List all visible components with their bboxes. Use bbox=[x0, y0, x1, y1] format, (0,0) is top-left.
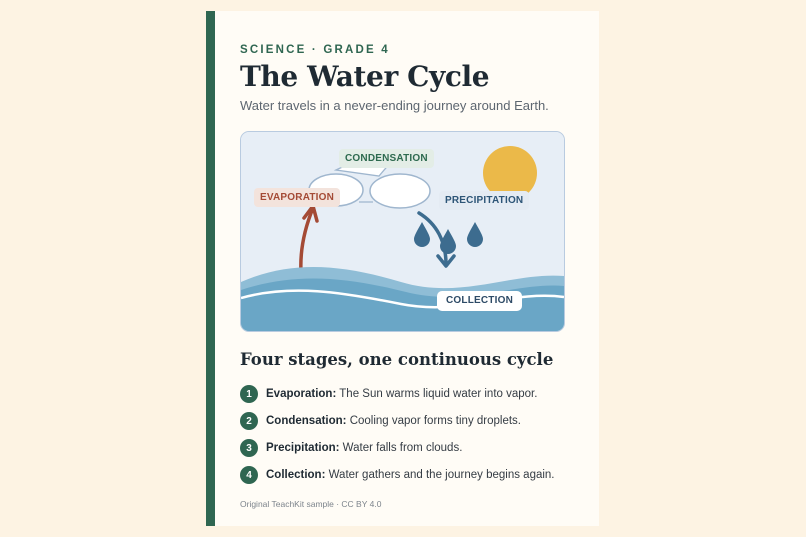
stage-description: Water falls from clouds. bbox=[339, 442, 463, 454]
page-title: The Water Cycle bbox=[240, 60, 490, 93]
stage-item-condensation: 2 Condensation: Cooling vapor forms tiny… bbox=[240, 412, 555, 430]
stage-number-badge: 2 bbox=[240, 412, 258, 430]
label-condensation: CONDENSATION bbox=[339, 149, 434, 168]
stage-item-collection: 4 Collection: Water gathers and the jour… bbox=[240, 466, 555, 484]
stage-description: The Sun warms liquid water into vapor. bbox=[336, 388, 538, 400]
water-cycle-diagram: CONDENSATION EVAPORATION PRECIPITATION C… bbox=[240, 131, 565, 332]
label-precipitation: PRECIPITATION bbox=[439, 191, 530, 210]
stage-description: Water gathers and the journey begins aga… bbox=[325, 469, 555, 481]
precipitation-arrow-icon bbox=[417, 211, 456, 268]
raindrop-icon bbox=[414, 222, 483, 254]
stage-description: Cooling vapor forms tiny droplets. bbox=[346, 415, 521, 427]
license-footer: Original TeachKit sample · CC BY 4.0 bbox=[240, 499, 382, 509]
stage-number-badge: 4 bbox=[240, 466, 258, 484]
stage-item-evaporation: 1 Evaporation: The Sun warms liquid wate… bbox=[240, 385, 555, 403]
stage-list: 1 Evaporation: The Sun warms liquid wate… bbox=[240, 385, 555, 493]
stage-number-badge: 1 bbox=[240, 385, 258, 403]
stage-number-badge: 3 bbox=[240, 439, 258, 457]
label-evaporation: EVAPORATION bbox=[254, 188, 341, 207]
stage-name: Evaporation: bbox=[266, 388, 337, 400]
stage-item-precipitation: 3 Precipitation: Water falls from clouds… bbox=[240, 439, 555, 457]
stage-name: Condensation: bbox=[266, 415, 347, 427]
worksheet-card: SCIENCE · GRADE 4 The Water Cycle Water … bbox=[206, 11, 599, 526]
page-subtitle: Water travels in a never-ending journey … bbox=[240, 98, 549, 113]
stage-name: Collection: bbox=[266, 469, 326, 481]
label-collection: COLLECTION bbox=[437, 291, 522, 311]
subject-eyebrow: SCIENCE · GRADE 4 bbox=[240, 44, 390, 56]
sun-icon bbox=[483, 146, 537, 200]
section-heading: Four stages, one continuous cycle bbox=[240, 350, 554, 369]
stage-name: Precipitation: bbox=[266, 442, 340, 454]
